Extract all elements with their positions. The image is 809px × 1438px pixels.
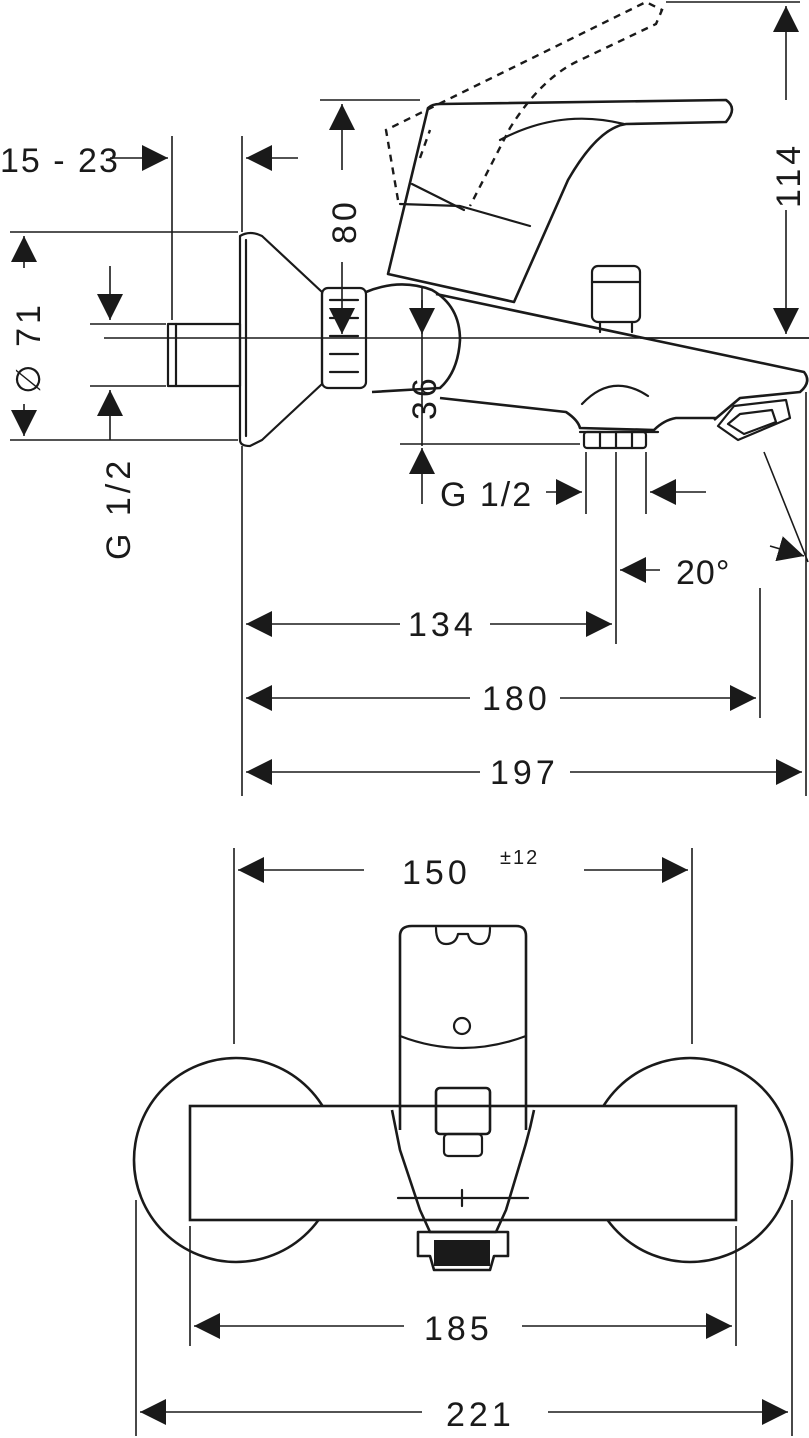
front-diverter	[434, 1086, 492, 1158]
dim-150: 150	[402, 854, 471, 892]
dim-total-height: 114	[770, 142, 808, 208]
dim-inlet-thread: G 1/2	[100, 457, 138, 560]
front-dimension-arrows	[140, 857, 788, 1425]
lever-handle-raised	[384, 0, 664, 207]
front-aerator	[416, 1230, 510, 1272]
dim-spout-height: 36	[406, 374, 444, 420]
dim-outlet-thread: G 1/2	[440, 476, 533, 514]
dim-134: 134	[408, 606, 477, 644]
dim-185: 185	[424, 1310, 493, 1348]
dim-180: 180	[482, 680, 551, 718]
dim-221: 221	[446, 1396, 515, 1434]
front-extension-lines	[135, 848, 793, 1436]
outlet-thread	[582, 430, 648, 450]
dim-150-tolerance: ±12	[500, 847, 539, 869]
front-view: 150 ±12 185 221	[132, 847, 794, 1436]
lever-handle	[386, 98, 734, 304]
extension-lines	[10, 1, 809, 796]
spout-aerator	[716, 398, 792, 442]
dim-angle: 20°	[676, 554, 730, 592]
dim-handle-height: 80	[326, 198, 364, 244]
dim-wall-clearance: 15 - 23	[0, 142, 120, 180]
dim-197: 197	[490, 754, 559, 792]
dimension-arrows	[10, 6, 805, 785]
front-handle	[398, 924, 528, 1130]
inlet-pipe	[166, 322, 242, 388]
dim-rosette-diameter: ∅ 71	[10, 301, 48, 394]
diverter-knob	[590, 264, 642, 334]
wall-rosette	[238, 231, 324, 448]
mixer-bar	[188, 1104, 738, 1222]
side-view: 15 - 23 80 114 ∅ 71 G 1/2 36 G 1/2 20° 1…	[0, 0, 809, 796]
